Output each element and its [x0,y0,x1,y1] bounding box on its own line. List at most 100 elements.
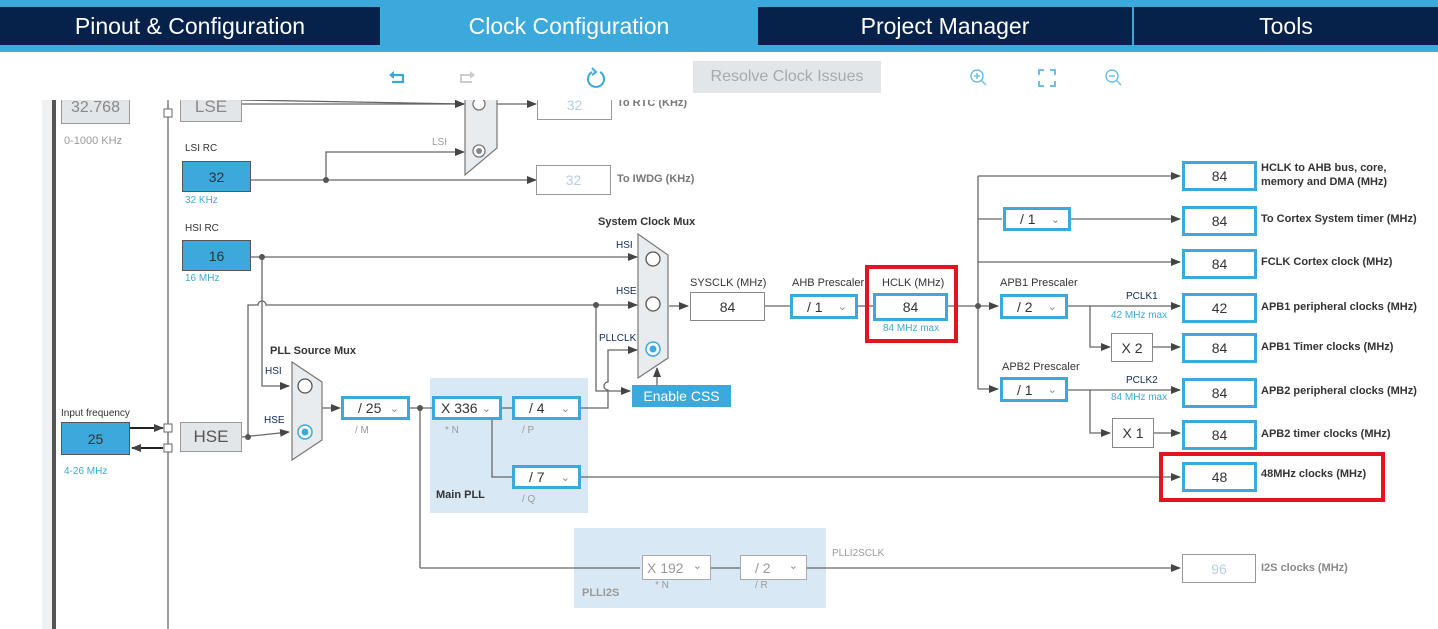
hclk-input[interactable]: 84 [873,293,948,321]
plli2s-r-select[interactable]: / 2 ⌄ [740,555,807,580]
hclk-label: HCLK (MHz) [882,277,945,289]
clock-48mhz-output-label: 48MHz clocks (MHz) [1261,468,1367,480]
hclk-max-label: 84 MHz max [883,323,940,334]
pll-n-multiplier-select[interactable]: X 336⌄ [432,396,502,420]
chevron-down-icon: ⌄ [1047,384,1057,396]
apb2-prescaler-select[interactable]: / 1 ⌄ [1000,377,1068,402]
wiring [130,100,1181,629]
apb2-peripheral-output-label: APB2 peripheral clocks (MHz) [1261,385,1417,397]
pclk2-label: PCLK2 [1126,375,1158,386]
apb2-peripheral-output: 84 [1182,378,1257,408]
pllmux-hsi-radio[interactable] [297,378,313,394]
apb1-peripheral-output-label: APB1 peripheral clocks (MHz) [1261,301,1417,313]
chevron-down-icon: ⌄ [1050,214,1060,226]
pll-q-value: / 7 [529,469,545,485]
zoom-in-button[interactable] [966,62,992,94]
lsi-rc-value: 32 [182,161,251,192]
rtc-output-label: To RTC (KHz) [617,100,688,109]
cortex-div-value: / 1 [1020,211,1036,227]
ahb-prescaler-label: AHB Prescaler [792,277,865,289]
redo-icon [460,71,475,83]
iwdg-output-label: To IWDG (KHz) [617,173,695,185]
rtc-mux-lsi-tag: LSI [432,137,448,148]
apb2-prescaler-label: APB2 Prescaler [1002,361,1080,373]
left-divider [52,100,56,629]
cortex-timer-divider-select[interactable]: / 1 ⌄ [1003,207,1071,231]
chevron-down-icon: ⌄ [692,560,702,572]
apb1-timer-output: 84 [1182,333,1257,363]
i2s-clock-value: 96 [1182,554,1256,583]
sysmux-hse-tag: HSE [616,286,637,297]
lsi-freq-label: 32 KHz [185,195,218,206]
hsi-rc-title: HSI RC [185,223,219,234]
hsi-freq-label: 16 MHz [185,273,220,284]
undo-button[interactable] [385,62,411,94]
plli2s-r-value: / 2 [755,559,771,576]
apb1-prescaler-value: / 2 [1017,298,1033,315]
rtc-output-value: 32 [537,100,612,120]
hse-block: HSE [180,422,242,452]
apb1-prescaler-select[interactable]: / 2 ⌄ [1000,294,1068,319]
rtc-mux-lse-radio[interactable] [472,100,486,111]
apb2-timer-multiplier: X 1 [1112,418,1154,448]
redo-button[interactable] [453,62,479,94]
enable-css-button[interactable]: Enable CSS [632,385,731,407]
chevron-down-icon: ⌄ [837,301,847,313]
plli2s-n-select[interactable]: X 192 ⌄ [642,555,711,580]
pll-m-divider-select[interactable]: / 25⌄ [341,396,410,420]
fit-screen-icon [1038,69,1056,87]
ahb-prescaler-select[interactable]: / 1⌄ [790,294,858,319]
pclk1-max-label: 42 MHz max [1111,310,1168,321]
pll-m-label: / M [355,425,369,436]
zoom-in-icon [970,69,987,86]
rtc-mux [464,100,498,177]
pll-p-value: / 4 [529,400,545,416]
cortex-timer-output-label: To Cortex System timer (MHz) [1261,213,1417,225]
sysmux-hse-radio[interactable] [645,296,661,312]
system-clock-mux-title: System Clock Mux [598,216,696,228]
sysmux-hsi-radio[interactable] [645,251,661,267]
pll-m-value: / 25 [358,400,382,416]
input-range-label: 4-26 MHz [64,466,108,477]
left-scroll-strip [42,100,52,629]
tab-project-manager[interactable]: Project Manager [758,7,1132,45]
plli2s-n-value: X 192 [647,559,684,576]
pll-q-divider-select[interactable]: / 7⌄ [512,465,581,489]
apb1-prescaler-label: APB1 Prescaler [1000,277,1078,289]
pll-p-divider-select[interactable]: / 4 ⌄ [512,396,581,420]
plli2s-n-label: * N [655,580,669,591]
main-pll-title: Main PLL [436,489,485,501]
apb1-peripheral-output: 42 [1182,293,1257,323]
resolve-clock-issues-button[interactable]: Resolve Clock Issues [693,61,881,93]
tab-tools[interactable]: Tools [1134,7,1438,45]
clock-48mhz-output: 48 [1182,462,1257,492]
fclk-output: 84 [1182,249,1257,279]
top-tab-bar: Pinout & Configuration Clock Configurati… [0,0,1438,52]
hsi-rc-value: 16 [182,240,251,271]
refresh-icon [587,67,605,88]
hclk-ahb-output: 84 [1182,161,1257,191]
apb1-timer-multiplier: X 2 [1111,333,1153,362]
refresh-button[interactable] [583,62,609,94]
tab-clock-configuration[interactable]: Clock Configuration [382,7,756,45]
apb2-timer-output: 84 [1182,420,1257,450]
pllmux-hse-tag: HSE [264,415,285,426]
clock-diagram-canvas[interactable]: 32.768 0-1000 KHz LSE LSI RC 32 32 KHz H… [0,100,1438,629]
chevron-down-icon: ⌄ [788,560,798,572]
input-frequency-title: Input frequency [61,408,130,419]
pclk2-max-label: 84 MHz max [1111,392,1168,403]
fclk-output-label: FCLK Cortex clock (MHz) [1261,256,1393,268]
chevron-down-icon: ⌄ [481,403,491,415]
tab-pinout-configuration[interactable]: Pinout & Configuration [0,7,380,45]
i2s-clock-label: I2S clocks (MHz) [1261,562,1348,574]
zoom-out-button[interactable] [1101,62,1127,94]
apb2-prescaler-value: / 1 [1017,381,1033,398]
fit-screen-button[interactable] [1034,62,1060,94]
lsi-rc-title: LSI RC [185,143,218,154]
chevron-down-icon: ⌄ [560,403,570,415]
lse-block: LSE [180,100,242,122]
chevron-down-icon: ⌄ [1047,301,1057,313]
lse-frequency-input[interactable]: 32.768 [61,100,130,124]
input-frequency-input[interactable]: 25 [61,422,130,455]
sysmux-hsi-tag: HSI [616,240,633,251]
